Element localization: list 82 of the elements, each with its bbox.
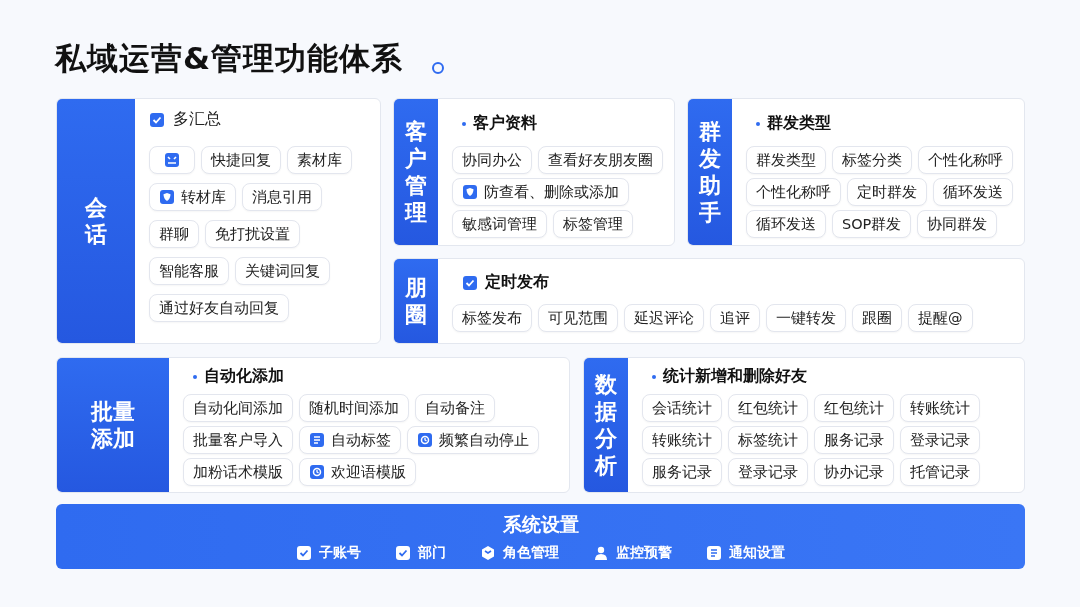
feature-label: 自动标签 bbox=[331, 430, 391, 450]
feature-chip bbox=[452, 178, 629, 206]
setting-label: 部门 bbox=[418, 544, 446, 562]
feature-label: 频繁自动停止 bbox=[439, 430, 529, 450]
section-heading: 统计新增和删除好友 bbox=[663, 366, 807, 387]
feature-chip: 随机时间添加 bbox=[299, 394, 409, 422]
feature-label: 转材库 bbox=[181, 187, 226, 207]
feature-chip: 红包统计 bbox=[728, 394, 808, 422]
feature-chip: 个性化称呼 bbox=[918, 146, 1013, 174]
module-title: 批量添加 bbox=[91, 398, 135, 452]
feature-chip: 循环发送 bbox=[746, 210, 826, 238]
feature-chip bbox=[149, 183, 236, 211]
feature-label: 多汇总 bbox=[173, 109, 221, 130]
feature-chip: 服务记录 bbox=[814, 426, 894, 454]
feature-chip: 消息引用 bbox=[242, 183, 322, 211]
module-title: 群发助手 bbox=[699, 118, 721, 226]
feature-chip: 托管记录 bbox=[900, 458, 980, 486]
feature-chip bbox=[149, 146, 195, 174]
feature-chip: 提醒@ bbox=[908, 304, 973, 332]
feature-chip: 转账统计 bbox=[642, 426, 722, 454]
page-title: 私域运营&管理功能体系 bbox=[55, 39, 404, 78]
module-card bbox=[583, 357, 1025, 493]
feature-chip: SOP群发 bbox=[832, 210, 912, 238]
feature-chip: 加粉话术模版 bbox=[183, 458, 293, 486]
feature-chip: 群发类型 bbox=[746, 146, 826, 174]
feature-chip bbox=[299, 426, 401, 454]
section-heading: 自动化添加 bbox=[204, 366, 284, 387]
feature-chip: 一键转发 bbox=[766, 304, 846, 332]
feature-chip: 群聊 bbox=[149, 220, 199, 248]
feature-chip bbox=[407, 426, 539, 454]
setting-label: 子账号 bbox=[319, 544, 361, 562]
module-card bbox=[393, 98, 675, 246]
feature-label: 欢迎语模版 bbox=[331, 462, 406, 482]
feature-chip: 个性化称呼 bbox=[746, 178, 841, 206]
module-title: 客户管理 bbox=[405, 118, 427, 226]
feature-chip: 登录记录 bbox=[728, 458, 808, 486]
feature-chip: 标签统计 bbox=[728, 426, 808, 454]
feature-chip: 素材库 bbox=[287, 146, 352, 174]
feature-chip: 标签发布 bbox=[452, 304, 532, 332]
feature-chip: 查看好友朋友圈 bbox=[538, 146, 663, 174]
feature-chip: 自动化间添加 bbox=[183, 394, 293, 422]
setting-label: 通知设置 bbox=[729, 544, 785, 562]
feature-chip: 延迟评论 bbox=[624, 304, 704, 332]
feature-chip: 循环发送 bbox=[933, 178, 1013, 206]
feature-chip: 协办记录 bbox=[814, 458, 894, 486]
feature-chip: 转账统计 bbox=[900, 394, 980, 422]
setting-label: 角色管理 bbox=[503, 544, 559, 562]
module-title: 朋圈 bbox=[405, 274, 427, 328]
feature-chip: 关键词回复 bbox=[235, 257, 330, 285]
feature-chip: 智能客服 bbox=[149, 257, 229, 285]
bar-title: 系统设置 bbox=[501, 512, 580, 537]
feature-chip: 自动备注 bbox=[415, 394, 495, 422]
section-heading: 定时发布 bbox=[485, 272, 549, 293]
feature-chip: 标签管理 bbox=[553, 210, 633, 238]
feature-chip: 协同办公 bbox=[452, 146, 532, 174]
settings-bar bbox=[56, 504, 1025, 569]
module-title: 数据分析 bbox=[595, 371, 617, 479]
feature-chip: 追评 bbox=[710, 304, 760, 332]
feature-chip: 可见范围 bbox=[538, 304, 618, 332]
feature-chip: 定时群发 bbox=[847, 178, 927, 206]
module-card bbox=[56, 98, 381, 344]
feature-chip: 敏感词管理 bbox=[452, 210, 547, 238]
feature-chip: 协同群发 bbox=[917, 210, 998, 238]
module-title: 会话 bbox=[85, 194, 107, 248]
feature-label: 防查看、删除或添加 bbox=[484, 182, 619, 202]
feature-chip: 快捷回复 bbox=[201, 146, 281, 174]
feature-chip: 通过好友自动回复 bbox=[149, 294, 289, 322]
setting-label: 监控预警 bbox=[616, 544, 672, 562]
feature-chip: 免打扰设置 bbox=[205, 220, 300, 248]
module-card bbox=[393, 258, 1025, 344]
feature-chip: 批量客户导入 bbox=[183, 426, 293, 454]
section-heading: 客户资料 bbox=[473, 113, 537, 134]
feature-chip: 登录记录 bbox=[900, 426, 980, 454]
feature-chip: 跟圈 bbox=[852, 304, 902, 332]
module-card bbox=[687, 98, 1025, 246]
feature-chip bbox=[299, 458, 416, 486]
section-heading: 群发类型 bbox=[767, 113, 831, 134]
feature-chip: 标签分类 bbox=[832, 146, 912, 174]
feature-chip: 服务记录 bbox=[642, 458, 722, 486]
feature-chip: 会话统计 bbox=[642, 394, 722, 422]
module-card bbox=[56, 357, 570, 493]
feature-chip: 红包统计 bbox=[814, 394, 894, 422]
